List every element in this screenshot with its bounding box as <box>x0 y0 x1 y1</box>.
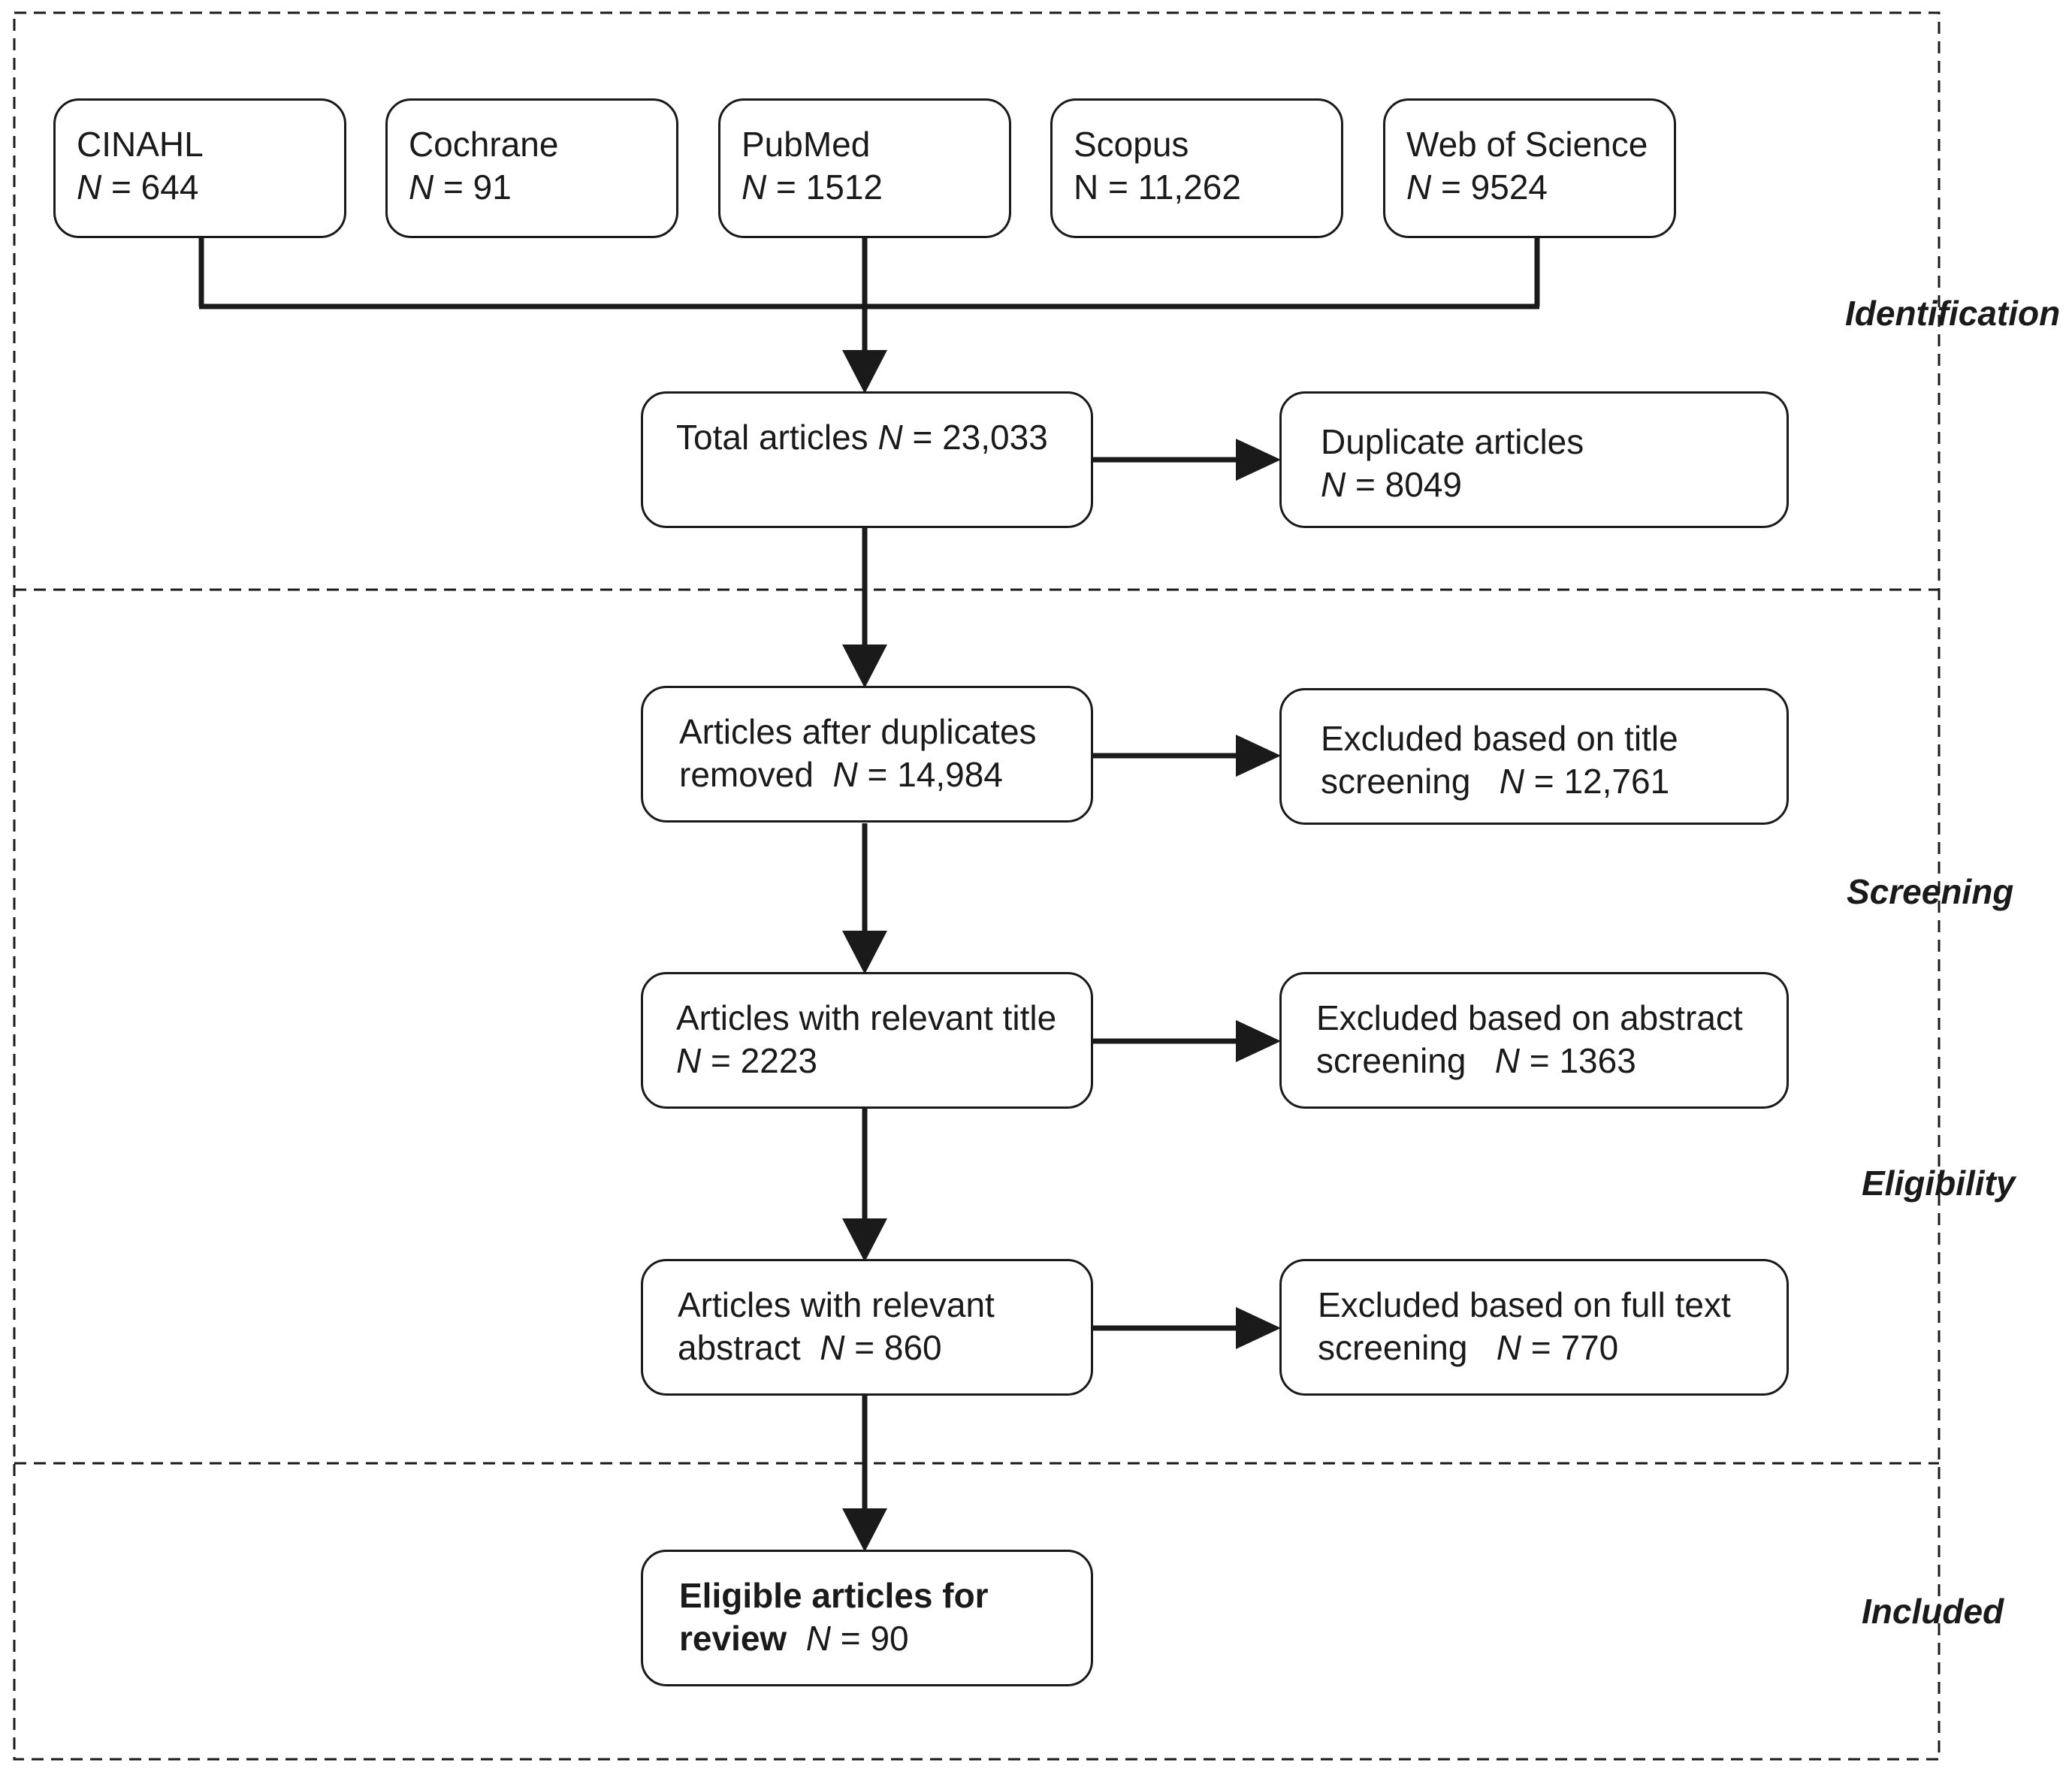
n-value: = 1512 <box>776 168 883 207</box>
box-text-line2: review <box>679 1619 806 1658</box>
source-name: Cochrane <box>409 125 559 164</box>
n-value: = 770 <box>1521 1328 1619 1367</box>
eligible-articles-box: Eligible articles for review N = 90 <box>641 1550 1093 1686</box>
source-box-cinahl: CINAHL N = 644 <box>53 98 346 238</box>
box-text-line1: Excluded based on abstract <box>1316 998 1743 1037</box>
source-name: Web of Science <box>1406 125 1648 164</box>
source-name: PubMed <box>742 125 871 164</box>
box-text-line2: screening <box>1321 762 1500 801</box>
n-label: N <box>1499 762 1525 801</box>
n-value: = 12,761 <box>1524 762 1670 801</box>
n-value: = 644 <box>111 168 199 207</box>
arrowhead-eligible <box>842 1508 887 1552</box>
box-text-line1: Articles with relevant <box>678 1285 995 1324</box>
source-name: Scopus <box>1074 125 1189 164</box>
box-text: Total articles <box>676 418 878 457</box>
n-label: N <box>832 755 858 794</box>
stage-label-identification: Identification <box>1845 294 2061 333</box>
n-value: = 8049 <box>1346 465 1462 504</box>
box-text-line2: removed <box>679 755 833 794</box>
arrowhead-excluded-title <box>1236 735 1281 777</box>
n-label: N <box>742 168 767 207</box>
n-value: = 1363 <box>1520 1041 1636 1080</box>
arrowhead-excluded-full-text <box>1236 1307 1281 1349</box>
box-text-line1: Duplicate articles <box>1321 422 1584 461</box>
n-value: = 9524 <box>1441 168 1548 207</box>
duplicate-articles-box: Duplicate articles N = 8049 <box>1279 391 1789 528</box>
arrowhead-excluded-abstract <box>1236 1020 1281 1062</box>
n-value: N = 11,262 <box>1074 168 1241 207</box>
n-label: N <box>1496 1328 1522 1367</box>
arrowhead-total <box>842 350 887 394</box>
n-value: = 14,984 <box>857 755 1003 794</box>
n-label: N <box>1406 168 1432 207</box>
stage-label-screening: Screening <box>1847 872 2014 911</box>
source-box-web-of-science: Web of Science N = 9524 <box>1383 98 1676 238</box>
arrowhead-relevant-abstract <box>842 1218 887 1262</box>
arrowhead-duplicates <box>1236 439 1281 481</box>
n-label: N <box>877 418 903 457</box>
n-value: = 91 <box>443 168 512 207</box>
n-label: N <box>676 1041 702 1080</box>
relevant-title-box: Articles with relevant title N = 2223 <box>641 972 1093 1109</box>
arrowhead-relevant-title <box>842 931 887 974</box>
box-text-line1: Excluded based on full text <box>1318 1285 1731 1324</box>
n-label: N <box>409 168 434 207</box>
box-text-line1: Eligible articles for <box>679 1576 989 1615</box>
source-box-cochrane: Cochrane N = 91 <box>385 98 678 238</box>
outer-dashed-frame <box>13 11 1941 1761</box>
box-text-line2: abstract <box>678 1328 820 1367</box>
box-text-line1: Articles after duplicates <box>679 712 1037 751</box>
n-value: = 860 <box>844 1328 942 1367</box>
n-value: = 90 <box>831 1619 909 1658</box>
excluded-full-text-box: Excluded based on full text screening N … <box>1279 1259 1789 1396</box>
n-label: N <box>77 168 102 207</box>
box-text-line2: screening <box>1318 1328 1497 1367</box>
n-label: N <box>1494 1041 1521 1080</box>
n-value: = 2223 <box>701 1041 817 1080</box>
relevant-abstract-box: Articles with relevant abstract N = 860 <box>641 1259 1093 1396</box>
box-text-line1: Excluded based on title <box>1321 719 1678 758</box>
n-value: = 23,033 <box>902 418 1048 457</box>
excluded-title-box: Excluded based on title screening N = 12… <box>1279 688 1789 825</box>
source-name: CINAHL <box>77 125 204 164</box>
source-box-pubmed: PubMed N = 1512 <box>718 98 1011 238</box>
articles-after-duplicates-box: Articles after duplicates removed N = 14… <box>641 686 1093 823</box>
stage-label-eligibility: Eligibility <box>1862 1164 2016 1203</box>
n-label: N <box>1321 465 1346 504</box>
arrowhead-after-duplicates <box>842 645 887 688</box>
excluded-abstract-box: Excluded based on abstract screening N =… <box>1279 972 1789 1109</box>
n-label: N <box>820 1328 845 1367</box>
n-label: N <box>805 1619 832 1658</box>
box-text-line2: screening <box>1316 1041 1495 1080</box>
stage-label-included: Included <box>1862 1592 2004 1631</box>
box-text-line1: Articles with relevant title <box>676 998 1057 1037</box>
source-box-scopus: Scopus N = 11,262 <box>1050 98 1343 238</box>
total-articles-box: Total articles N = 23,033 <box>641 391 1093 528</box>
